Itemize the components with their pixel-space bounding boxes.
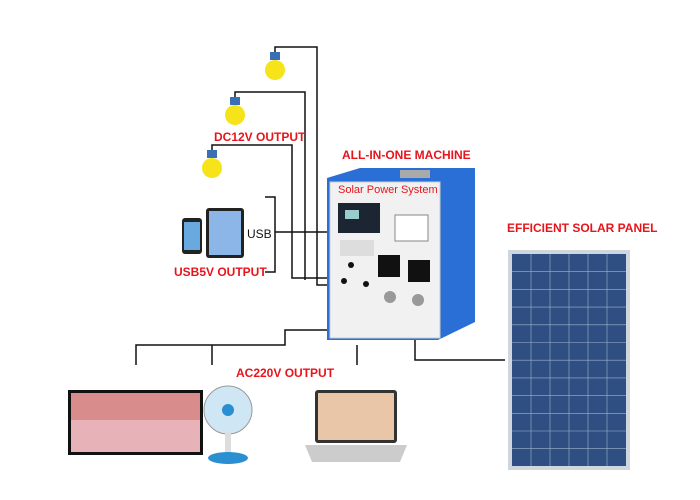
tv-icon: [68, 390, 203, 455]
dc12v-output-label: DC12V OUTPUT: [214, 130, 306, 144]
light-bulb-icon: [202, 150, 222, 178]
tablet-icon: [206, 208, 244, 258]
machine-panel-text: Solar Power System: [338, 184, 438, 196]
fan-icon: [203, 385, 253, 464]
light-bulb-icon: [225, 97, 245, 125]
light-bulb-icon: [265, 52, 285, 80]
usb-label: USB: [247, 227, 272, 241]
solar-panel: [508, 250, 630, 470]
phone-icon: [182, 218, 202, 254]
usb5v-output-label: USB5V OUTPUT: [174, 265, 267, 279]
machine-label: ALL-IN-ONE MACHINE: [342, 148, 471, 162]
laptop-icon: [305, 390, 407, 462]
all-in-one-machine: [327, 168, 475, 340]
ac220v-output-label: AC220V OUTPUT: [236, 366, 335, 380]
solar-panel-label: EFFICIENT SOLAR PANEL: [507, 221, 658, 235]
